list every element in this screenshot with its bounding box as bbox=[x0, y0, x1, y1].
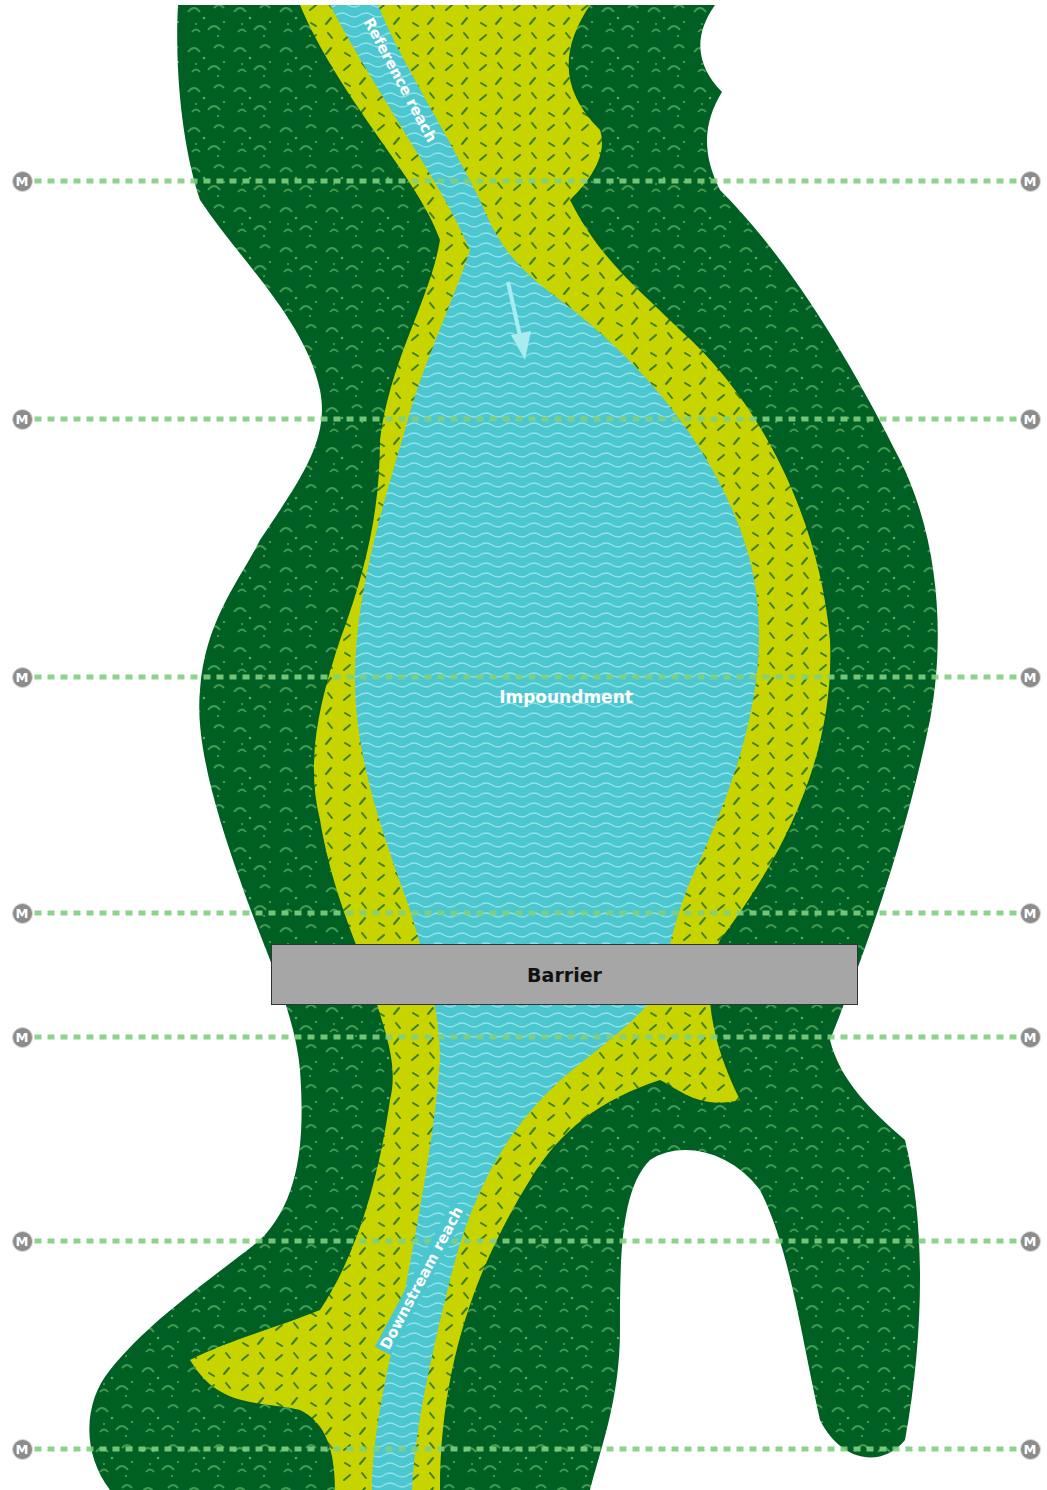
barrier-label: Barrier bbox=[527, 964, 602, 986]
marker-letter: M bbox=[16, 174, 29, 189]
marker-letter: M bbox=[16, 1234, 29, 1249]
barrier-box: Barrier bbox=[271, 944, 858, 1005]
marker-letter: M bbox=[16, 412, 29, 427]
monitoring-marker: M bbox=[12, 1027, 33, 1048]
river-bank bbox=[190, 5, 830, 1490]
monitoring-marker: M bbox=[1020, 1231, 1041, 1252]
forest bbox=[89, 5, 937, 1490]
reach-label: Reference reach bbox=[360, 15, 441, 146]
river-water bbox=[330, 5, 759, 1490]
marker-letter: M bbox=[1024, 906, 1037, 921]
monitoring-marker: M bbox=[1020, 1439, 1041, 1460]
marker-letter: M bbox=[1024, 412, 1037, 427]
marker-letter: M bbox=[16, 1442, 29, 1457]
marker-letter: M bbox=[1024, 1030, 1037, 1045]
marker-letter: M bbox=[1024, 174, 1037, 189]
monitoring-marker: M bbox=[12, 667, 33, 688]
monitoring-marker: M bbox=[12, 1439, 33, 1460]
monitoring-marker: M bbox=[1020, 171, 1041, 192]
monitoring-transect bbox=[35, 675, 1018, 680]
monitoring-marker: M bbox=[1020, 1027, 1041, 1048]
monitoring-marker: M bbox=[12, 1231, 33, 1252]
marker-letter: M bbox=[1024, 670, 1037, 685]
impoundment-label: Impoundment bbox=[499, 687, 633, 707]
monitoring-marker: M bbox=[12, 409, 33, 430]
monitoring-transect bbox=[35, 1035, 1018, 1040]
monitoring-transect bbox=[35, 417, 1018, 422]
monitoring-marker: M bbox=[12, 903, 33, 924]
monitoring-transect bbox=[35, 911, 1018, 916]
reach-label: Downstream reach bbox=[375, 1201, 468, 1355]
monitoring-marker: M bbox=[1020, 409, 1041, 430]
monitoring-marker: M bbox=[1020, 903, 1041, 924]
monitoring-transect bbox=[35, 1239, 1018, 1244]
marker-letter: M bbox=[16, 906, 29, 921]
marker-letter: M bbox=[1024, 1442, 1037, 1457]
monitoring-transect bbox=[35, 1447, 1018, 1452]
marker-letter: M bbox=[16, 670, 29, 685]
marker-letter: M bbox=[16, 1030, 29, 1045]
monitoring-marker: M bbox=[1020, 667, 1041, 688]
flow-arrowhead bbox=[511, 331, 531, 360]
monitoring-marker: M bbox=[12, 171, 33, 192]
marker-letter: M bbox=[1024, 1234, 1037, 1249]
monitoring-transect bbox=[35, 179, 1018, 184]
